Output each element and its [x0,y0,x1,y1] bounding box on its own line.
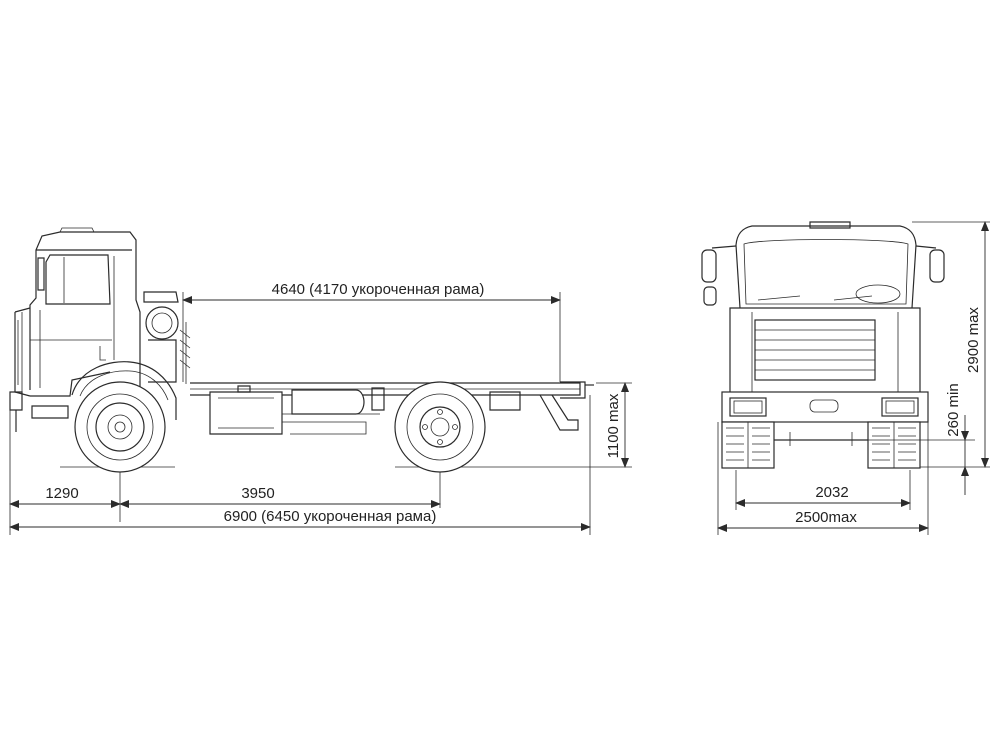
truck-side-view [9,227,594,473]
headlight-left [729,397,767,417]
cab-front [735,225,917,309]
side-dimensions: 4640 (4170 укороченная рама) 1290 3950 6… [9,281,632,535]
frame-length-label: 4640 (4170 укороченная рама) [272,281,485,298]
front-overhang-label: 1290 [45,485,78,502]
track-width-label: 2032 [815,484,848,501]
headlight-right [881,397,919,417]
overall-width-label: 2500max [795,509,857,526]
cab-side [9,227,141,432]
front-wheel [74,381,166,473]
mirrors [701,245,945,306]
wheelbase-label: 3950 [241,485,274,502]
truck-front-view [701,221,945,469]
chassis-frame [190,381,594,435]
overall-length-label: 6900 (6450 укороченная рама) [224,508,437,525]
frame-height-label: 1100 max [605,393,622,458]
front-dimensions: 2032 2500max 2900 max 260 min [717,221,990,535]
front-wheel-left [721,421,775,469]
overall-height-label: 2900 max [965,307,982,373]
front-fender [71,361,177,420]
ground-clearance-label: 260 min [945,383,962,436]
air-filter [143,291,191,384]
rear-wheel [394,381,486,473]
front-wheel-right [867,421,921,469]
